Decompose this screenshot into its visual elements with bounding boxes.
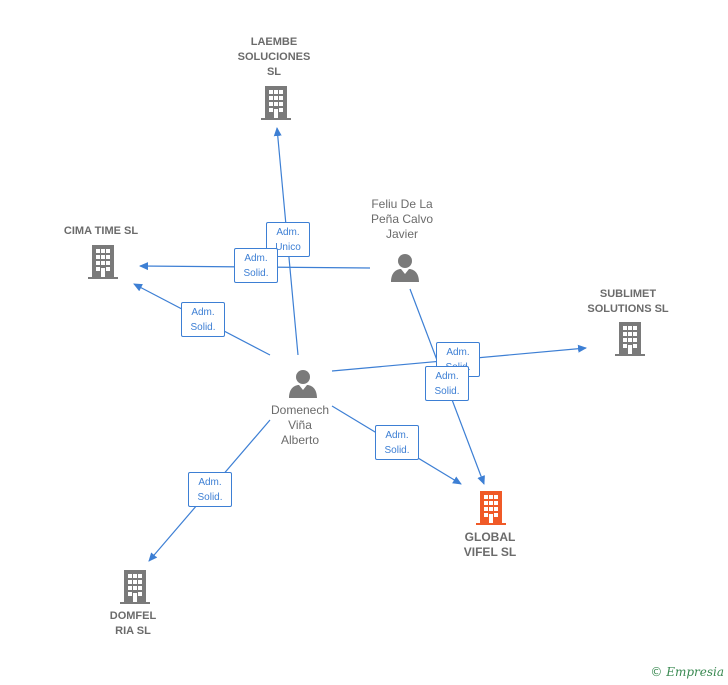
cima-building-icon[interactable] (88, 245, 118, 279)
edge-label-domenech-domfel: Adm. Solid. (188, 472, 232, 507)
domenech-person-icon[interactable] (289, 370, 317, 398)
copyright-icon: © (650, 665, 663, 679)
edge-label-domenech-cima: Adm. Solid. (181, 302, 225, 337)
laembe-building-icon[interactable] (261, 86, 291, 120)
node-label-feliu[interactable]: Feliu De La Peña Calvo Javier (370, 197, 434, 241)
global-building-icon[interactable] (476, 491, 506, 525)
node-label-sublimet[interactable]: SUBLIMET SOLUTIONS SL (587, 288, 669, 315)
edge-label-domenech-global: Adm. Solid. (375, 425, 419, 460)
feliu-person-icon[interactable] (391, 254, 419, 282)
brand-name: Empresia (666, 665, 724, 679)
node-label-laembe[interactable]: LAEMBE SOLUCIONES SL (237, 36, 311, 78)
node-label-domenech[interactable]: Domenech Viña Alberto (270, 403, 330, 447)
brand-watermark: © Empresia (650, 665, 724, 679)
node-label-global[interactable]: GLOBAL VIFEL SL (463, 530, 517, 559)
node-label-cima[interactable]: CIMA TIME SL (63, 225, 139, 237)
domfel-building-icon[interactable] (120, 570, 150, 604)
edge-label-feliu-global: Adm. Solid. (425, 366, 469, 401)
node-label-domfel[interactable]: DOMFEL RIA SL (109, 610, 157, 637)
edge-label-feliu-cima: Adm. Solid. (234, 248, 278, 283)
sublimet-building-icon[interactable] (615, 322, 645, 356)
